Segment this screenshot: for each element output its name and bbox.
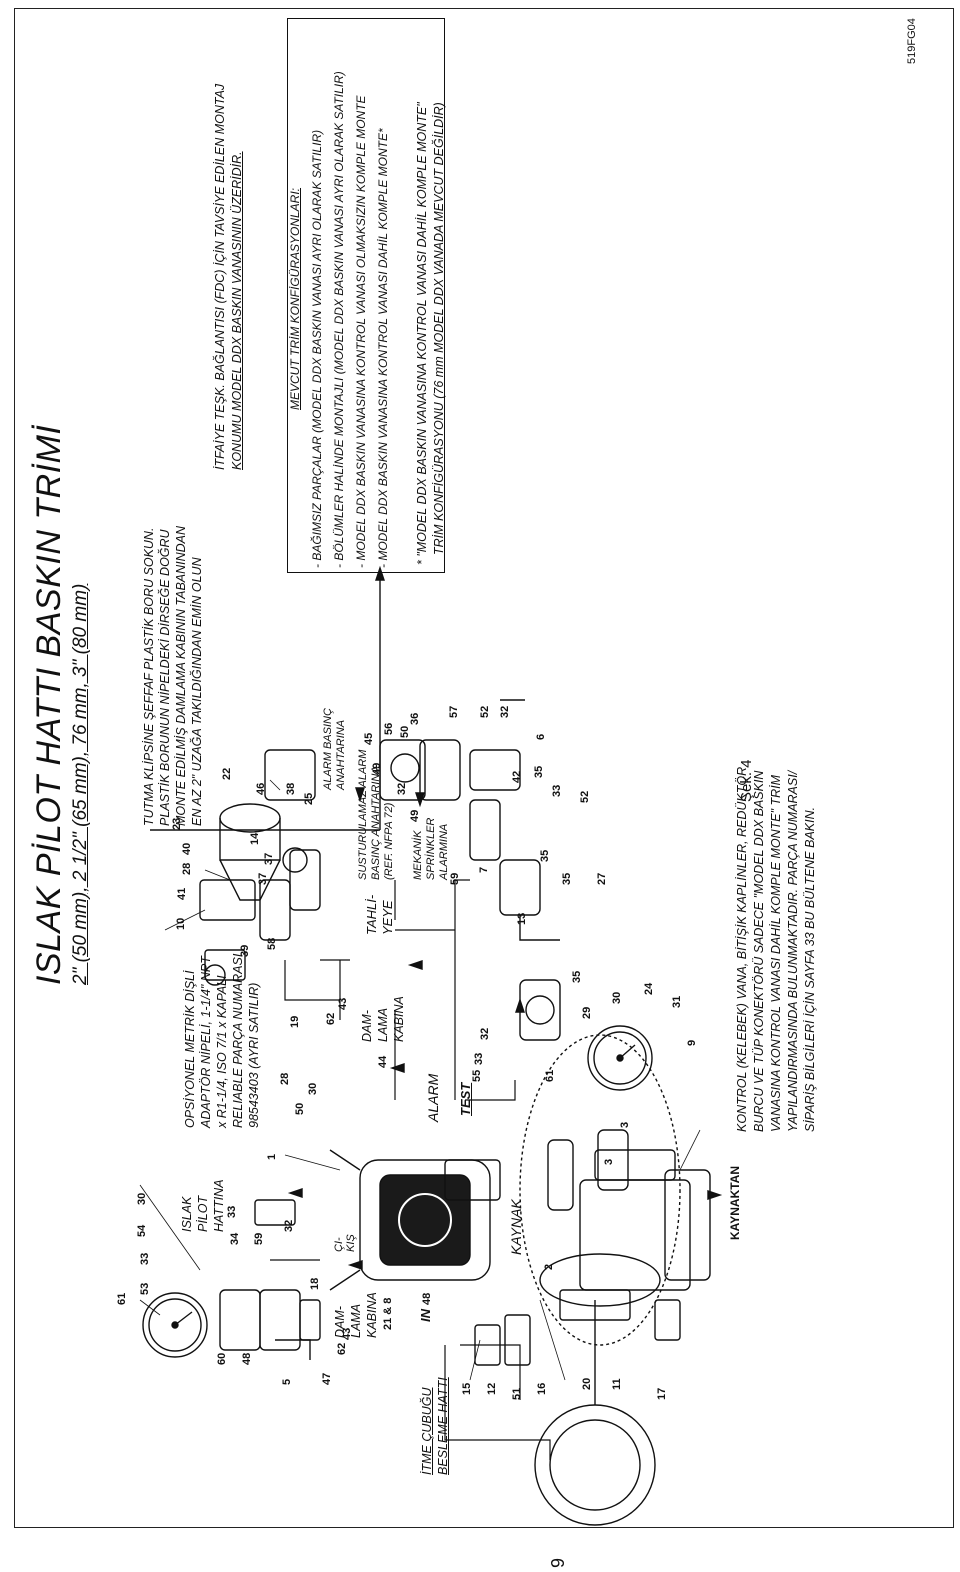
- part-number-label: 9: [686, 1040, 698, 1046]
- part-number-label: 48: [421, 1293, 433, 1305]
- left-pilot-assembly: [219, 1199, 321, 1360]
- part-number-label: 48: [241, 1353, 253, 1365]
- part-number-label: 18: [309, 1278, 321, 1290]
- part-number-label: 60: [216, 1353, 228, 1365]
- part-number-label: 12: [486, 1383, 498, 1395]
- part-number-label: 32: [499, 706, 511, 718]
- part-number-label: 23: [171, 818, 183, 830]
- upper-pilot-assembly: [199, 749, 321, 986]
- part-number-label: 50: [399, 726, 411, 738]
- part-number-label: 3: [603, 1159, 615, 1165]
- part-number-label: 39: [239, 945, 251, 957]
- part-number-label: 32: [283, 1220, 295, 1232]
- part-number-label: 24: [643, 982, 655, 995]
- part-number-label: 32: [479, 1028, 491, 1040]
- part-number-label: 43: [337, 998, 349, 1010]
- part-number-label: 59: [449, 873, 461, 885]
- part-number-label: 6: [535, 734, 547, 740]
- part-number-label: 33: [139, 1253, 151, 1265]
- part-number-label: 25: [303, 793, 315, 805]
- part-number-label: 45: [363, 733, 375, 745]
- figure-frame: [14, 8, 954, 1528]
- part-number-label: 16: [536, 1383, 548, 1395]
- part-number-label: 14: [249, 832, 261, 845]
- part-number-label: 49: [371, 763, 383, 775]
- configuration-box: [287, 18, 445, 573]
- part-number-label: 2: [543, 1264, 555, 1270]
- part-number-label: 17: [656, 1388, 668, 1400]
- part-number-label: 41: [176, 888, 188, 900]
- part-number-label: 44: [377, 1055, 389, 1068]
- part-number-label: 54: [136, 1224, 148, 1237]
- part-number-label: 43: [341, 1328, 353, 1340]
- part-number-label: 3: [619, 1122, 631, 1128]
- part-number-label: 52: [579, 791, 591, 803]
- part-number-label: 50: [294, 1103, 306, 1115]
- part-number-label: 37: [257, 873, 269, 885]
- part-number-label: 37: [263, 853, 275, 865]
- couplings: [519, 1034, 711, 1346]
- pressure-gauge-bottom: [587, 1025, 653, 1091]
- part-number-label: 1: [266, 1154, 278, 1160]
- part-number-label: 15: [461, 1383, 473, 1395]
- leader-lines: [139, 779, 701, 1381]
- part-number-label: 20: [581, 1378, 593, 1390]
- part-number-label: 33: [551, 785, 563, 797]
- part-number-label: 30: [136, 1193, 148, 1205]
- part-number-label: 62: [336, 1343, 348, 1355]
- part-number-label: 11: [611, 1378, 623, 1390]
- control-butterfly-valve: [534, 1149, 691, 1526]
- part-number-label: 36: [409, 713, 421, 725]
- part-number-label: 56: [383, 723, 395, 735]
- part-number-label: 28: [181, 863, 193, 875]
- part-number-label: 59: [253, 1233, 265, 1245]
- part-number-label: 42: [511, 771, 523, 783]
- part-number-label: 13: [516, 913, 528, 925]
- part-number-label: 22: [221, 768, 233, 780]
- part-number-label: 46: [255, 783, 267, 795]
- part-number-label: 33: [226, 1206, 238, 1218]
- part-number-label: 35: [571, 971, 583, 983]
- part-number-label: 35: [561, 873, 573, 885]
- part-number-label: 58: [266, 938, 278, 950]
- part-number-label: 47: [321, 1373, 333, 1385]
- part-number-label: 30: [611, 992, 623, 1004]
- part-number-label: 29: [581, 1007, 593, 1019]
- part-number-label: 35: [539, 850, 551, 862]
- part-number-label: 53: [139, 1283, 151, 1295]
- part-number-label: 51: [511, 1388, 523, 1400]
- part-number-label: 5: [281, 1379, 293, 1385]
- part-number-label: 38: [285, 783, 297, 795]
- part-number-label: 28: [279, 1073, 291, 1085]
- part-number-label: 27: [596, 873, 608, 885]
- flow-arrows: [287, 787, 723, 1270]
- part-number-label: 40: [181, 843, 193, 855]
- part-number-label: 35: [533, 766, 545, 778]
- part-number-label: 34: [229, 1232, 241, 1245]
- part-number-label: 61: [544, 1070, 556, 1082]
- part-number-label: 49: [409, 810, 421, 822]
- part-number-label: 32: [396, 783, 408, 795]
- part-number-label: 62: [325, 1013, 337, 1025]
- part-number-label: 33: [473, 1053, 485, 1065]
- alarm-pressure-switch-assembly: [379, 699, 525, 861]
- part-number-label: 57: [448, 706, 460, 718]
- ddx-deluge-valve: [329, 1149, 501, 1291]
- part-number-label: 31: [671, 996, 683, 1008]
- pressure-gauge-left: [142, 1292, 208, 1358]
- part-number-label: 7: [478, 867, 490, 873]
- part-number-label: 10: [175, 918, 187, 930]
- part-number-label: 55: [471, 1070, 483, 1082]
- part-number-label: 30: [307, 1083, 319, 1095]
- part-number-label: 61: [116, 1293, 128, 1305]
- part-number-label: 19: [289, 1016, 301, 1028]
- piping: [270, 879, 551, 1460]
- part-number-label: 52: [479, 706, 491, 718]
